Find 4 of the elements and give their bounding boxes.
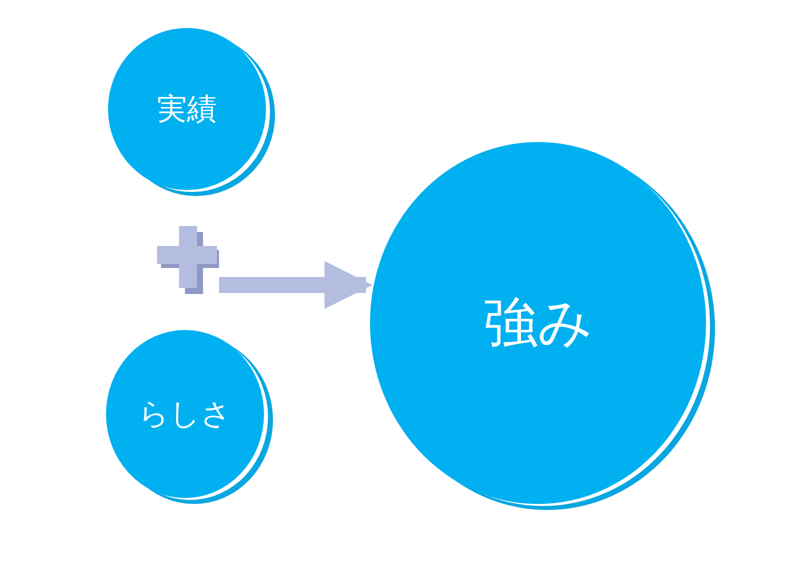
node-label: らしさ <box>138 396 232 434</box>
node-label: 実績 <box>157 90 217 128</box>
arrow <box>219 261 372 309</box>
node-label: 強み <box>484 290 592 356</box>
